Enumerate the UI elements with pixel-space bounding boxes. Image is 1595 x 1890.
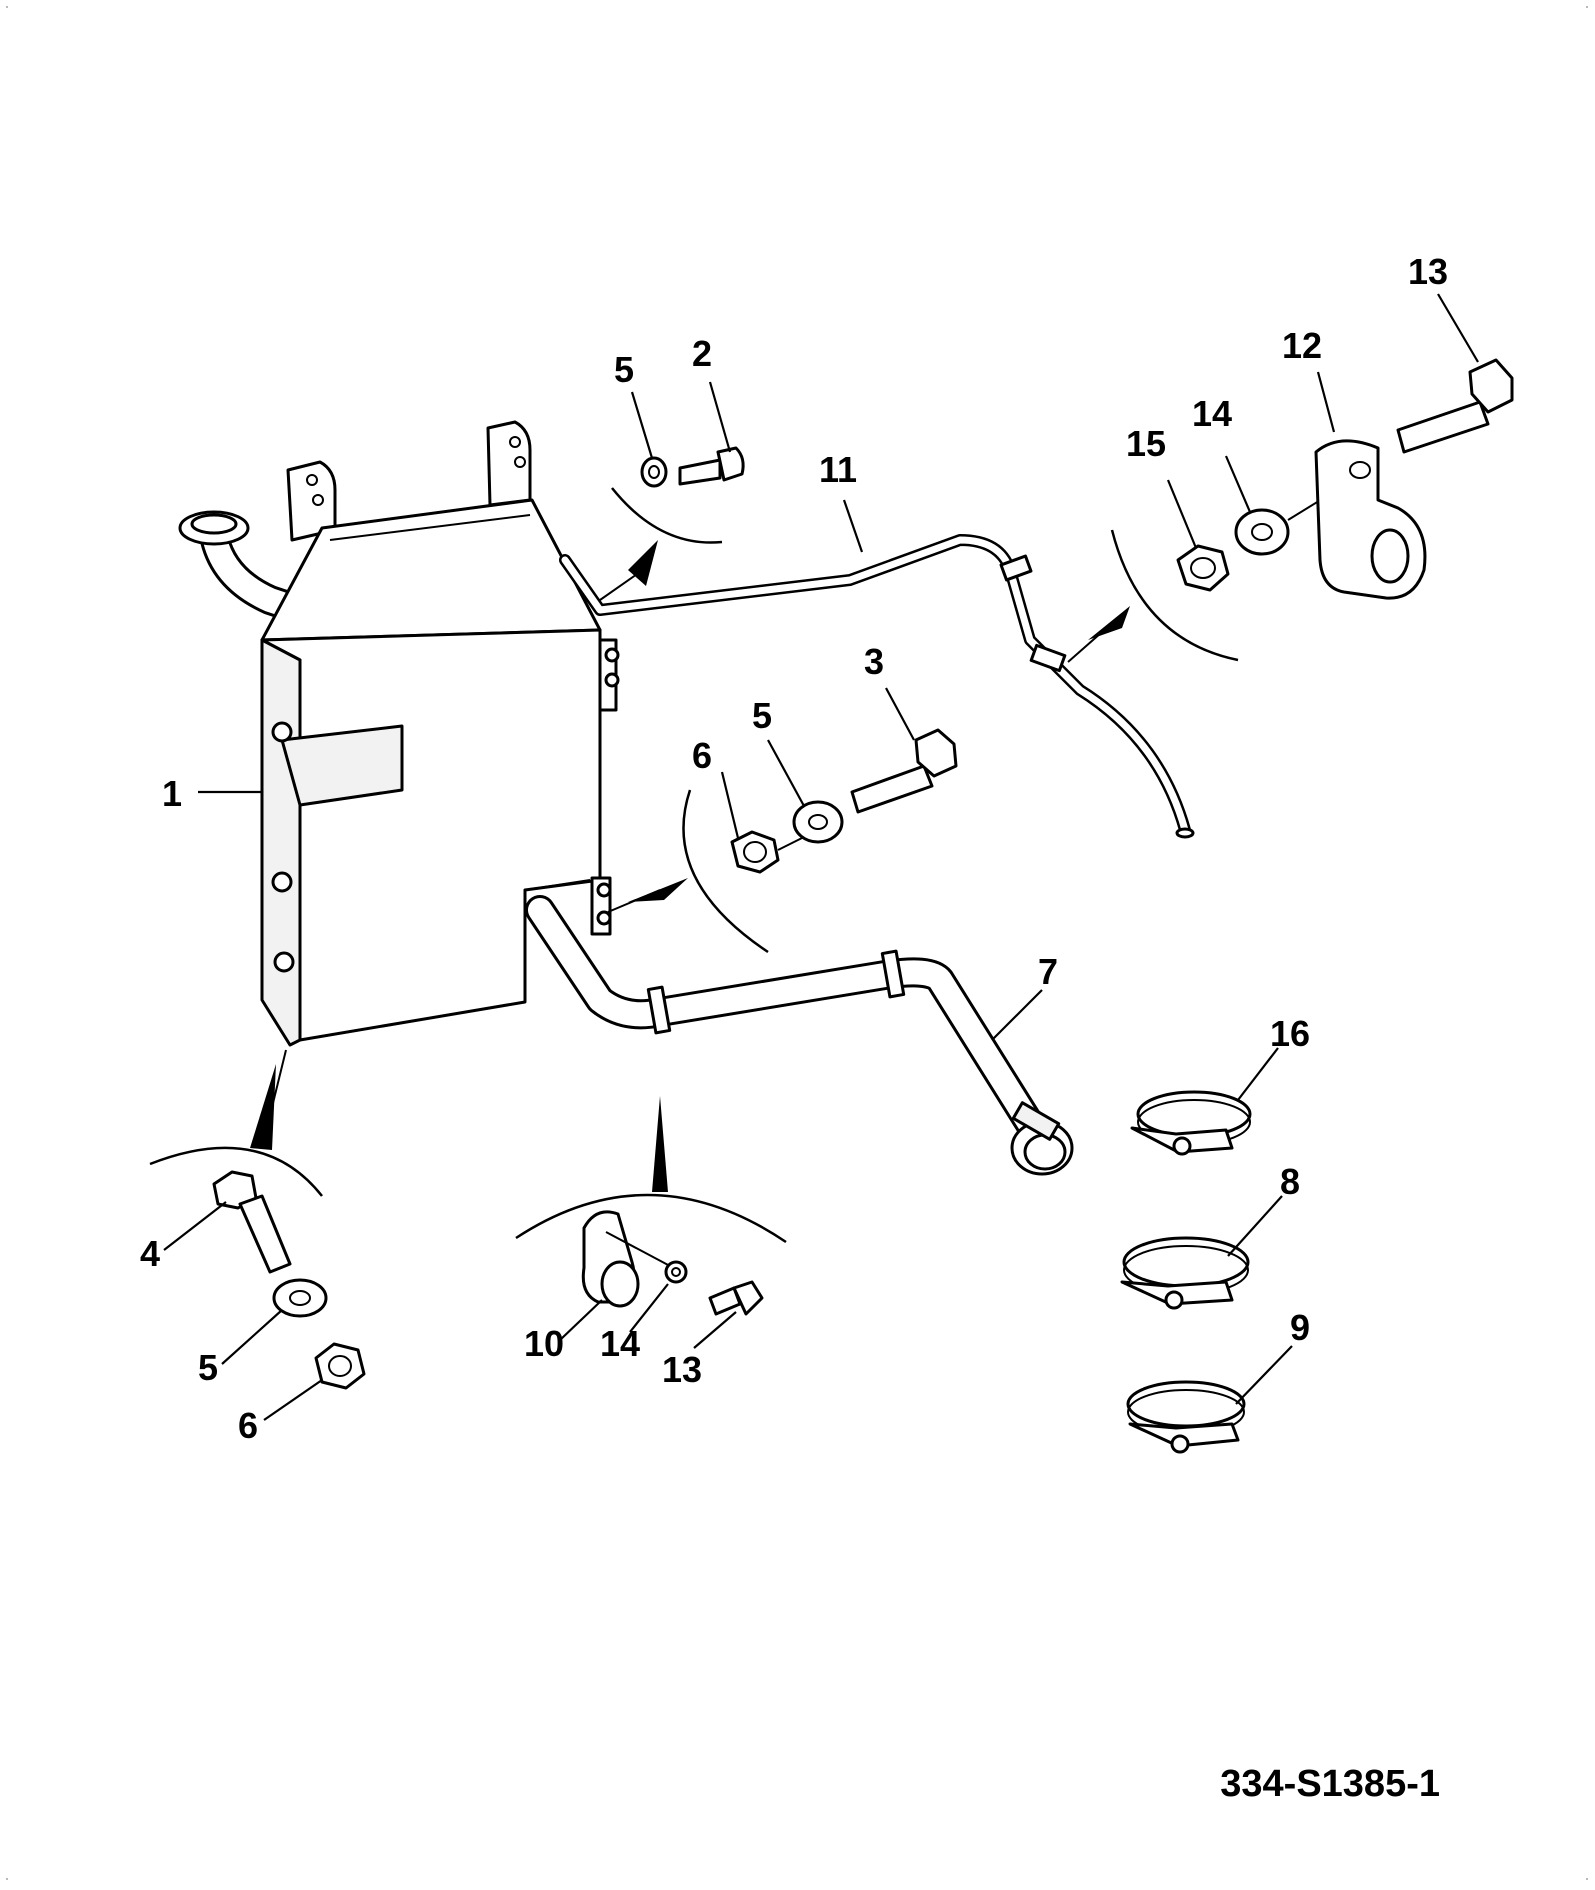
drawing-number: 334-S1385-1 bbox=[1220, 1763, 1440, 1805]
coolant-pipe bbox=[525, 895, 1074, 1176]
registration-mark bbox=[1586, 1878, 1588, 1880]
hose-clamp-9 bbox=[1126, 1380, 1246, 1454]
expansion-tank bbox=[178, 420, 620, 1047]
callout-4: 4 bbox=[140, 1233, 160, 1274]
callout-12: 12 bbox=[1282, 325, 1322, 366]
detail-bolt-3 bbox=[607, 728, 958, 954]
registration-mark bbox=[6, 6, 8, 8]
callout-6-mid: 6 bbox=[692, 735, 712, 776]
hose-clamp-16 bbox=[1130, 1090, 1252, 1156]
callout-16: 16 bbox=[1270, 1013, 1310, 1054]
detail-bolt-2 bbox=[599, 446, 745, 601]
registration-mark bbox=[1586, 6, 1588, 8]
callout-9: 9 bbox=[1290, 1307, 1310, 1348]
callout-11: 11 bbox=[819, 449, 857, 490]
callout-14-bottom: 14 bbox=[600, 1323, 640, 1364]
hose-clamp-8 bbox=[1120, 1236, 1250, 1310]
callout-3: 3 bbox=[864, 641, 884, 682]
callout-2: 2 bbox=[692, 333, 712, 374]
registration-mark bbox=[6, 1878, 8, 1880]
overflow-hose bbox=[559, 534, 1195, 839]
callout-5-bottom: 5 bbox=[198, 1347, 218, 1388]
callout-5-mid: 5 bbox=[752, 695, 772, 736]
callout-13-bottom: 13 bbox=[662, 1349, 702, 1390]
detail-bolt-4 bbox=[149, 1049, 366, 1390]
detail-clamp-12 bbox=[1067, 358, 1514, 663]
detail-clamp-10 bbox=[515, 1096, 787, 1316]
callout-10: 10 bbox=[524, 1323, 564, 1364]
callout-7: 7 bbox=[1038, 951, 1058, 992]
callout-13-top: 13 bbox=[1408, 251, 1448, 292]
callout-1: 1 bbox=[162, 773, 182, 814]
callout-14-top: 14 bbox=[1192, 393, 1232, 434]
callout-15: 15 bbox=[1126, 423, 1166, 464]
callout-labels: 1 2 3 4 5 5 5 6 6 7 8 9 10 11 12 13 13 1… bbox=[140, 251, 1448, 1446]
callout-8: 8 bbox=[1280, 1161, 1300, 1202]
callout-6-bottom: 6 bbox=[238, 1405, 258, 1446]
callout-5-top: 5 bbox=[614, 349, 634, 390]
leader-lines bbox=[163, 293, 1479, 1421]
